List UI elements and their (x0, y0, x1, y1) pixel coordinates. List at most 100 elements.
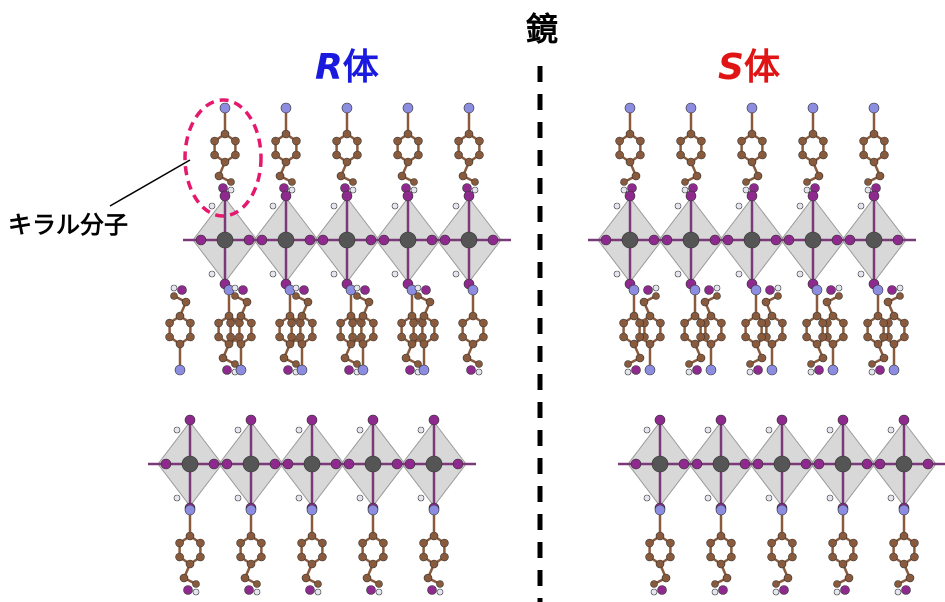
hydrogen-atom (896, 284, 904, 292)
carbon-atom (285, 311, 295, 321)
carbon-atom (429, 531, 439, 541)
iodine-atom (631, 365, 641, 375)
iodine-atom (269, 458, 281, 470)
carbon-atom (287, 318, 296, 328)
s-enantiomer-title: S体 (718, 38, 780, 90)
carbon-atom (218, 353, 228, 363)
carbon-atom (419, 538, 428, 548)
carbon-atom (196, 538, 205, 548)
carbon-atom (900, 332, 909, 342)
iodine-atom (405, 365, 415, 375)
carbon-atom (393, 150, 402, 160)
hydrogen-atom (356, 494, 364, 502)
carbon-atom (629, 339, 639, 349)
carbon-atom (822, 297, 832, 307)
carbon-atom (475, 136, 484, 146)
carbon-atom (828, 311, 838, 321)
iodine-atom (875, 365, 885, 375)
carbon-atom (346, 339, 356, 349)
carbon-atom (318, 552, 327, 562)
carbon-atom (889, 552, 898, 562)
hydrogen-atom (624, 368, 632, 376)
carbon-atom (458, 318, 467, 328)
carbon-atom (910, 552, 919, 562)
hydrogen-atom (452, 202, 460, 210)
chiral-molecule-label: キラル分子 (8, 211, 128, 239)
hydrogen-atom (796, 270, 804, 278)
carbon-atom (838, 559, 848, 569)
carbon-atom (655, 559, 665, 569)
iodine-atom (746, 190, 758, 202)
carbon-atom (192, 580, 200, 588)
nitrogen-atom (654, 504, 666, 516)
nitrogen-atom (306, 504, 318, 516)
carbon-atom (883, 297, 893, 307)
hydrogen-atom (410, 186, 418, 194)
iodine-atom (739, 458, 751, 470)
hydrogen-atom (765, 494, 773, 502)
iodine-atom (221, 458, 233, 470)
nitrogen-atom (418, 364, 430, 376)
carbon-atom (716, 559, 726, 569)
carbon-atom (758, 136, 767, 146)
nitrogen-atom (357, 364, 369, 376)
lead-atom (682, 231, 700, 249)
carbon-atom (454, 150, 463, 160)
iodine-atom (722, 234, 734, 246)
hydrogen-atom (803, 186, 811, 194)
hydrogen-atom (796, 202, 804, 210)
nitrogen-atom (219, 102, 231, 114)
carbon-atom (656, 332, 665, 342)
carbon-atom (308, 332, 317, 342)
carbon-atom (681, 178, 689, 186)
carbon-atom (175, 552, 184, 562)
carbon-atom (475, 150, 484, 160)
nitrogen-atom (872, 284, 884, 296)
carbon-atom (308, 318, 317, 328)
lead-atom (181, 455, 199, 473)
carbon-atom (458, 332, 467, 342)
iodine-atom (282, 458, 294, 470)
iodine-atom (800, 458, 812, 470)
carbon-atom (458, 171, 468, 181)
hydrogen-atom (173, 494, 181, 502)
iodine-atom (343, 458, 355, 470)
hydrogen-atom (253, 588, 261, 596)
carbon-atom (802, 318, 811, 328)
iodine-atom (184, 414, 196, 426)
iodine-atom (317, 234, 329, 246)
carbon-atom (737, 150, 746, 160)
iodine-atom (776, 414, 788, 426)
carbon-atom (894, 580, 902, 588)
hydrogen-atom (835, 284, 843, 292)
carbon-atom (307, 531, 317, 541)
carbon-atom (281, 129, 291, 139)
carbon-atom (690, 311, 700, 321)
carbon-atom (629, 311, 639, 321)
carbon-atom (777, 531, 787, 541)
carbon-atom (631, 171, 641, 181)
hydrogen-atom (894, 588, 902, 596)
carbon-atom (757, 353, 767, 363)
lead-atom (242, 455, 260, 473)
carbon-atom (774, 292, 782, 300)
carbon-atom (379, 538, 388, 548)
carbon-atom (430, 318, 439, 328)
nitrogen-atom (402, 102, 414, 114)
carbon-atom (214, 171, 224, 181)
carbon-atom (175, 339, 185, 349)
iodine-atom (463, 190, 475, 202)
hydrogen-atom (864, 186, 872, 194)
carbon-atom (231, 150, 240, 160)
iodine-atom (709, 234, 721, 246)
iodine-atom (427, 585, 437, 595)
carbon-atom (342, 157, 352, 167)
nitrogen-atom (746, 102, 758, 114)
carbon-atom (722, 573, 732, 583)
carbon-atom (676, 136, 685, 146)
carbon-atom (414, 292, 422, 300)
carbon-atom (636, 136, 645, 146)
hydrogen-atom (208, 270, 216, 278)
hydrogen-atom (173, 426, 181, 434)
nitrogen-atom (766, 364, 778, 376)
